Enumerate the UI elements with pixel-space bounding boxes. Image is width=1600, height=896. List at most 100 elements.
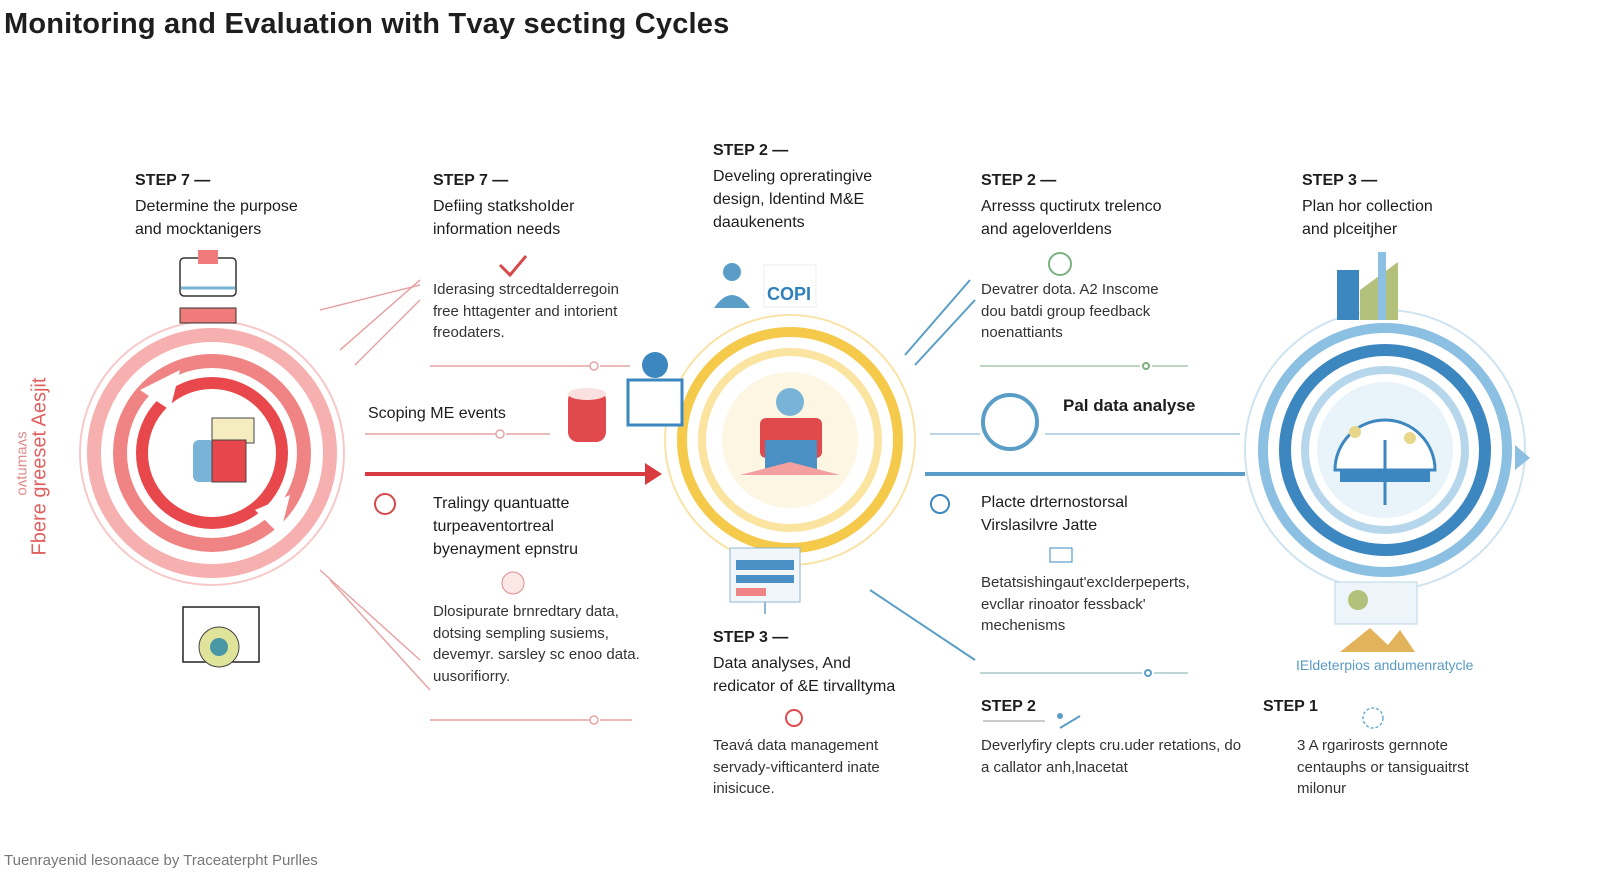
body-line: servady-vifticanterd inate [713, 758, 880, 776]
blue-cycle [1244, 309, 1530, 591]
pen-icon [1059, 715, 1081, 729]
text-line: evcllar rinoator fessback' [981, 595, 1146, 613]
step-label: STEP 2 — [713, 142, 789, 159]
step-heading: Develing opreratingive design, ldentind … [713, 165, 872, 234]
heading-line: Arresss quctirutx trelenco [981, 198, 1162, 215]
step-heading: Arresss quctirutx trelenco and ageloverl… [981, 195, 1162, 241]
database-icon [568, 388, 606, 442]
step-block-5: STEP 3 — Plan hor collection and plceitj… [1302, 172, 1433, 241]
step-body: 3 A rgarirosts gernnote centauphs or tan… [1297, 735, 1469, 800]
scoping-label: Scoping ME events [368, 405, 506, 422]
step-label: STEP 3 — [713, 629, 789, 646]
body-line: Deverlyfiry clepts cru.uder retations, d… [981, 737, 1242, 754]
body-line: milonur [1297, 780, 1347, 797]
copi-card [763, 264, 817, 308]
chart-icon [1337, 252, 1398, 320]
step-label: STEP 7 — [433, 172, 509, 189]
step-heading: Defiing statkshoIder information needs [433, 195, 619, 241]
side-label-sub: oʌtumaʌs [13, 431, 31, 496]
computer-icon [179, 250, 237, 324]
pin-icon [785, 709, 803, 727]
body-line: centauphs or tansiguaitrst [1297, 758, 1469, 776]
body-line: freodaters. [433, 324, 505, 341]
heading-line: Develing opreratingive [713, 168, 873, 185]
step-label: STEP 7 — [135, 172, 211, 189]
monitor-icon [729, 547, 801, 614]
footer-credit: Tuenrayenid lesonaace by Traceaterpht Pu… [4, 852, 318, 869]
heading-line: Data analyses, And [713, 655, 851, 672]
heading-line: daaukenents [713, 214, 805, 231]
step-label: STEP 2 — [981, 172, 1057, 189]
copi-badge: COPI [767, 284, 812, 304]
page-title: Monitoring and Evaluation with Tvay sect… [4, 8, 730, 40]
heading-line: and mocktanigers [135, 221, 262, 238]
yellow-cycle [664, 314, 916, 566]
tralingy-text: Tralingy quantuatte turpeaventortreal by… [433, 492, 578, 561]
heading-line: Determine the purpose [135, 198, 298, 215]
placte-text: Placte drternostorsal Virslasilvre Jatte [981, 491, 1128, 537]
body-line: inisicuce. [713, 780, 775, 797]
text-line: Placte drternostorsal [981, 494, 1128, 511]
text-line: uusorifiorry. [433, 667, 511, 685]
body-line: 3 A rgarirosts gernnote [1297, 737, 1448, 754]
body-line: free httagenter and intorient [433, 302, 618, 320]
step-block-4: STEP 2 — Arresss quctirutx trelenco and … [981, 172, 1162, 344]
text-line: Betatsishingaut'excIderpeperts, [981, 574, 1190, 591]
text-line: turpeaventortreal [433, 518, 554, 535]
text-line: mechenisms [981, 617, 1066, 634]
step-heading: Determine the purpose and mocktanigers [135, 195, 298, 241]
heading-line: and plceitjher [1302, 221, 1398, 238]
step-body: Iderasing strcedtalderregoin free httage… [433, 279, 619, 344]
step-label: STEP 3 — [1302, 172, 1378, 189]
document-icon [1049, 547, 1073, 563]
step-body: Deverlyfiry clepts cru.uder retations, d… [981, 735, 1241, 778]
network-icon [1362, 707, 1384, 729]
body-line: Teavá data management [713, 737, 879, 754]
betats-text: Betatsishingaut'excIderpeperts, evcllar … [981, 572, 1190, 637]
step-block-2: STEP 7 — Defiing statkshoIder informatio… [433, 172, 619, 344]
red-arrow-head [645, 463, 662, 485]
body-line: Devatrer dota. A2 Inscome [981, 281, 1159, 298]
heading-line: Defiing statkshoIder [433, 198, 575, 215]
bottom-step-1: STEP 3 — Data analyses, And redicator of… [713, 629, 895, 800]
user-board-icon [626, 352, 684, 427]
body-line: Iderasing strcedtalderregoin [433, 281, 619, 298]
body-line: a callator anh,lnacetat [981, 758, 1128, 776]
browser-icon [182, 606, 260, 668]
pal-data-label: Pal data analyse [1063, 396, 1196, 415]
text-line: Tralingy quantuatte [433, 495, 570, 512]
text-line: devemyr. sarsley sc enoo data. [433, 646, 640, 663]
step-block-1: STEP 7 — Determine the purpose and mockt… [135, 172, 298, 241]
text-line: Dlosipurate brnredtary data, [433, 603, 619, 620]
globe-icon [1048, 252, 1072, 276]
checkmark-icon [498, 255, 528, 278]
heading-line: design, ldentind M&E [713, 191, 865, 208]
step-label: STEP 1 [1263, 698, 1318, 715]
person-icon [714, 263, 750, 308]
step-heading: Data analyses, And redicator of &E tirva… [713, 652, 895, 698]
report-icon [1334, 581, 1418, 652]
heading-line: information needs [433, 221, 561, 238]
step-body: Teavá data management servady-vifticante… [713, 735, 895, 800]
step-block-3: STEP 2 — Develing opreratingive design, … [713, 142, 872, 234]
disigurate-text: Dlosipurate brnredtary data, dotsing sem… [433, 601, 640, 687]
pal-icon-circle [981, 393, 1039, 451]
side-label-main: Fbere greeset Aesjit [28, 377, 51, 556]
body-line: noenattiants [981, 324, 1063, 341]
clock-icon [374, 493, 396, 515]
red-cycle [79, 320, 345, 586]
body-line: dou batdi group feedback [981, 302, 1151, 320]
bottom-step-2: STEP 2 Deverlyfiry clepts cru.uder retat… [981, 698, 1241, 778]
brain-icon [501, 571, 525, 595]
heading-line: redicator of &E tirvalltyma [713, 678, 896, 695]
right-caption: IEldeterpios andumenratycle [1296, 657, 1474, 673]
text-line: byenayment epnstru [433, 541, 578, 558]
heading-line: and ageloverldens [981, 221, 1112, 238]
bottom-step-3: STEP 1 3 A rgarirosts gernnote centauphs… [1263, 698, 1469, 800]
step-heading: Plan hor collection and plceitjher [1302, 195, 1433, 241]
text-line: Virslasilvre Jatte [981, 517, 1098, 534]
step-body: Devatrer dota. A2 Inscome dou batdi grou… [981, 279, 1162, 344]
timer-icon [930, 494, 950, 514]
heading-line: Plan hor collection [1302, 198, 1433, 215]
